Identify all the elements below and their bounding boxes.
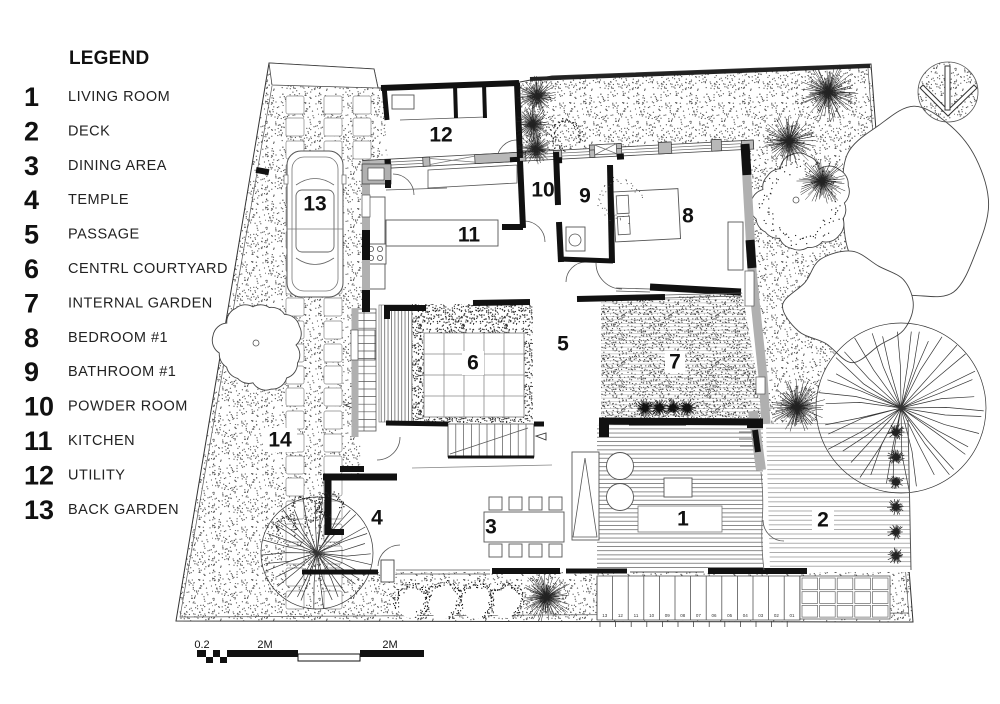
svg-text:11: 11	[458, 224, 481, 247]
svg-text:LIVING ROOM: LIVING ROOM	[68, 89, 170, 105]
svg-text:3: 3	[24, 151, 39, 181]
svg-text:LEGEND: LEGEND	[69, 48, 149, 69]
svg-text:CENTRL COURTYARD: CENTRL COURTYARD	[68, 261, 228, 277]
svg-text:13: 13	[24, 495, 54, 525]
svg-text:6: 6	[24, 254, 39, 284]
svg-text:1: 1	[24, 82, 39, 112]
svg-text:2M: 2M	[382, 639, 397, 651]
svg-text:05: 05	[727, 613, 733, 618]
svg-text:07: 07	[696, 613, 702, 618]
svg-text:5: 5	[24, 220, 39, 250]
svg-text:12: 12	[618, 613, 624, 618]
svg-text:BEDROOM #1: BEDROOM #1	[68, 330, 168, 346]
svg-text:11: 11	[634, 613, 639, 618]
svg-text:9: 9	[579, 185, 591, 208]
svg-text:8: 8	[24, 323, 39, 353]
svg-text:BACK GARDEN: BACK GARDEN	[68, 502, 179, 518]
svg-text:13: 13	[602, 613, 608, 618]
svg-text:9: 9	[24, 357, 39, 387]
svg-text:0.2: 0.2	[194, 639, 209, 651]
svg-text:6: 6	[467, 352, 479, 375]
svg-text:12: 12	[429, 124, 452, 147]
svg-text:7: 7	[669, 351, 681, 374]
svg-text:4: 4	[24, 185, 39, 215]
svg-text:BATHROOM #1: BATHROOM #1	[68, 364, 176, 380]
svg-text:06: 06	[711, 613, 717, 618]
svg-text:1: 1	[677, 508, 689, 531]
svg-text:4: 4	[371, 507, 383, 530]
svg-text:2M: 2M	[257, 639, 272, 651]
svg-text:5: 5	[557, 333, 569, 356]
svg-text:13: 13	[303, 193, 326, 216]
svg-text:2: 2	[817, 509, 829, 532]
svg-text:10: 10	[649, 613, 655, 618]
svg-text:02: 02	[774, 613, 780, 618]
svg-text:DECK: DECK	[68, 123, 110, 139]
svg-text:KITCHEN: KITCHEN	[68, 433, 135, 449]
svg-text:14: 14	[268, 429, 292, 452]
svg-text:01: 01	[789, 613, 795, 618]
svg-text:10: 10	[531, 179, 554, 202]
svg-text:3: 3	[485, 516, 497, 539]
svg-text:POWDER ROOM: POWDER ROOM	[68, 399, 188, 415]
svg-text:8: 8	[682, 205, 694, 228]
svg-text:TEMPLE: TEMPLE	[68, 192, 129, 208]
svg-text:10: 10	[24, 392, 54, 422]
svg-text:DINING AREA: DINING AREA	[68, 158, 167, 174]
svg-text:INTERNAL GARDEN: INTERNAL GARDEN	[68, 295, 213, 311]
svg-text:08: 08	[680, 613, 686, 618]
svg-text:12: 12	[24, 460, 54, 490]
svg-text:UTILITY: UTILITY	[68, 467, 125, 483]
svg-text:2: 2	[24, 116, 39, 146]
svg-text:PASSAGE: PASSAGE	[68, 227, 140, 243]
svg-text:11: 11	[24, 426, 53, 456]
svg-text:03: 03	[758, 613, 764, 618]
svg-text:7: 7	[24, 288, 39, 318]
svg-text:04: 04	[743, 613, 749, 618]
svg-text:09: 09	[665, 613, 671, 618]
